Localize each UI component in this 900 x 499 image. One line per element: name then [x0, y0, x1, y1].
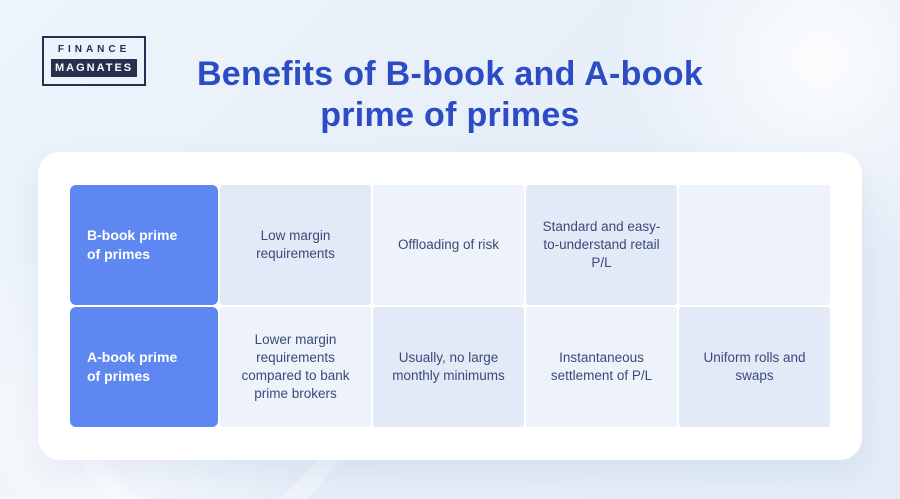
- page-title-line2: prime of primes: [320, 96, 580, 134]
- benefits-table: B-book prime of primes Low margin requir…: [70, 185, 830, 427]
- table-cell-a-book-1: Lower margin requirements compared to ba…: [220, 307, 371, 427]
- logo-text-magnates: MAGNATES: [51, 59, 138, 77]
- table-cell-b-book-4-empty: [679, 185, 830, 305]
- table-cell-b-book-2: Offloading of risk: [373, 185, 524, 305]
- logo-text-finance: FINANCE: [57, 44, 131, 55]
- table-cell-a-book-4: Uniform rolls and swaps: [679, 307, 830, 427]
- table-cell-a-book-3: Instantaneous settlement of P/L: [526, 307, 677, 427]
- row-header-b-book: B-book prime of primes: [70, 185, 218, 305]
- row-header-a-book: A-book prime of primes: [70, 307, 218, 427]
- benefits-card: B-book prime of primes Low margin requir…: [38, 152, 862, 460]
- table-cell-a-book-2: Usually, no large monthly minimums: [373, 307, 524, 427]
- table-cell-b-book-1: Low margin requirements: [220, 185, 371, 305]
- finance-magnates-logo: FINANCE MAGNATES: [42, 36, 147, 86]
- table-cell-b-book-3: Standard and easy-to-understand retail P…: [526, 185, 677, 305]
